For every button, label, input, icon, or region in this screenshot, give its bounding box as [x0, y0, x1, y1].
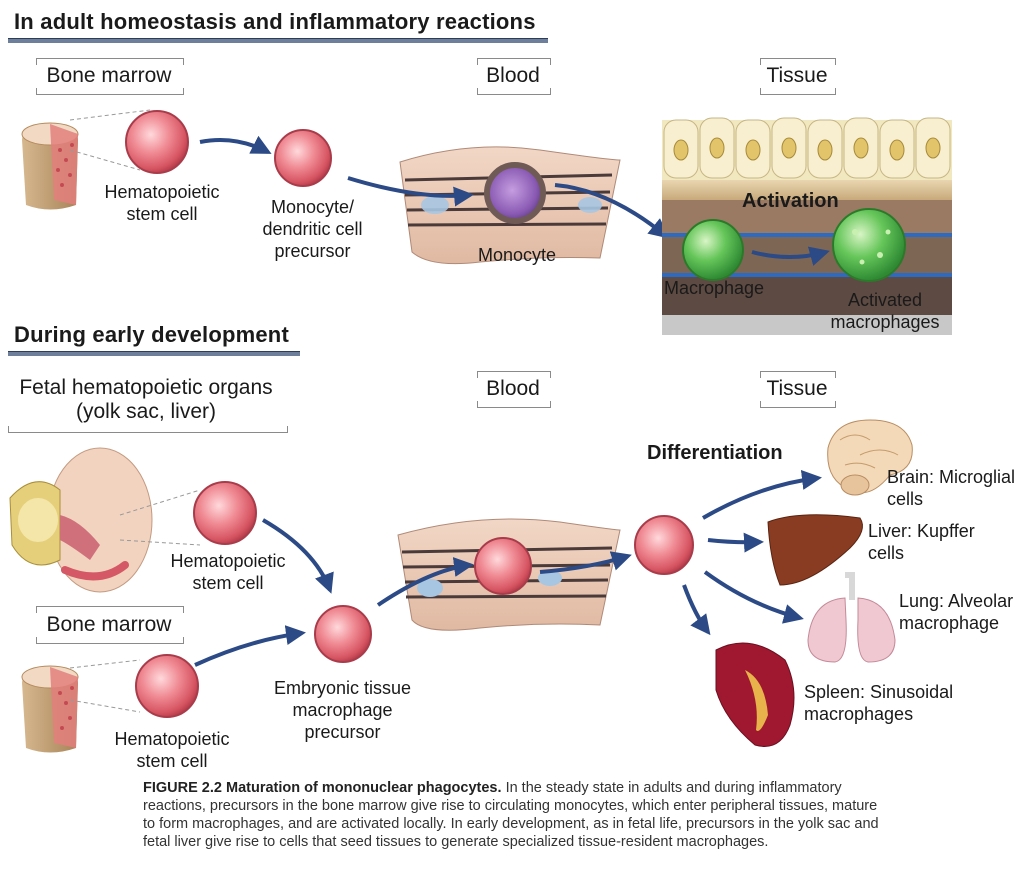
- bracket-blood-top-b: [477, 88, 551, 95]
- bracket-bone-marrow-top: [36, 58, 184, 65]
- macrophage-cell: [682, 219, 744, 281]
- brain-icon: [827, 419, 913, 496]
- embryo-illustration: [9, 447, 153, 593]
- bracket-bone-marrow-bottom-b: [36, 637, 184, 644]
- label-blood-bottom: Blood: [486, 377, 540, 400]
- blood-vessel-bottom: [397, 518, 621, 631]
- label-macrophage: Macrophage: [664, 278, 765, 298]
- label-tissue-bottom: Tissue: [766, 377, 828, 400]
- bone-marrow-illustration-top: [21, 122, 79, 210]
- label-blood-top: Blood: [486, 64, 540, 87]
- label-hsc-fetal: Hematopoietic stem cell: [170, 551, 286, 593]
- figure-caption: FIGURE 2.2 Maturation of mononuclear pha…: [143, 779, 893, 851]
- label-precursor-top: Monocyte/ dendritic cell precursor: [262, 197, 363, 261]
- bracket-fetal-b: [8, 426, 288, 433]
- bracket-blood-bottom-b: [477, 401, 551, 408]
- label-brain: Brain: Microglial cells: [887, 467, 1016, 509]
- bracket-bone-marrow-top-b: [36, 88, 184, 95]
- bone-marrow-illustration-bottom: [21, 665, 79, 753]
- section-title-development: During early development: [14, 322, 289, 347]
- bracket-tissue-bottom-b: [760, 401, 836, 408]
- activated-macrophage-cell: [832, 208, 906, 282]
- differentiation-cell: [634, 515, 694, 575]
- label-activation: Activation: [742, 190, 839, 212]
- label-bone-marrow-bottom: Bone marrow: [46, 613, 172, 636]
- tissue-block-top: [662, 117, 952, 335]
- label-bone-marrow-top: Bone marrow: [46, 64, 172, 87]
- label-hsc-top: Hematopoietic stem cell: [104, 182, 220, 224]
- label-activated-macrophages: Activated macrophages: [830, 290, 940, 332]
- hsc-cell-top: [125, 110, 189, 174]
- label-lung: Lung: Alveolar macrophage: [899, 591, 1014, 633]
- label-differentiation: Differentiation: [647, 442, 783, 464]
- embryonic-precursor-cell: [314, 605, 372, 663]
- label-embryonic-precursor: Embryonic tissue macrophage precursor: [273, 678, 412, 742]
- caption-text: In the steady state in adults and during…: [143, 780, 879, 850]
- label-fetal-organs: Fetal hematopoietic organs (yolk sac, li…: [19, 376, 273, 423]
- title-rule-development: [8, 351, 300, 356]
- hsc-cell-marrow: [135, 654, 199, 718]
- bracket-bone-marrow-bottom: [36, 606, 184, 613]
- section-title-adult: In adult homeostasis and inflammatory re…: [14, 9, 536, 34]
- bracket-blood-bottom: [477, 371, 551, 378]
- label-tissue-top: Tissue: [766, 64, 828, 87]
- precursor-cell-top: [274, 129, 332, 187]
- label-liver: Liver: Kupffer cells: [868, 521, 975, 563]
- bracket-tissue-top: [760, 58, 836, 65]
- label-spleen: Spleen: Sinusoidal macrophages: [804, 682, 954, 724]
- bracket-blood-top: [477, 58, 551, 65]
- monocyte-cell: [484, 162, 546, 224]
- lung-icon: [807, 572, 896, 663]
- bracket-tissue-top-b: [760, 88, 836, 95]
- liver-icon: [767, 514, 863, 586]
- spleen-icon: [715, 642, 795, 747]
- hsc-cell-fetal: [193, 481, 257, 545]
- caption-title: FIGURE 2.2 Maturation of mononuclear pha…: [143, 780, 502, 796]
- label-monocyte: Monocyte: [477, 245, 557, 265]
- label-hsc-marrow: Hematopoietic stem cell: [114, 729, 230, 771]
- title-rule-adult: [8, 38, 548, 43]
- bracket-tissue-bottom: [760, 371, 836, 378]
- blood-vessel-top: [399, 146, 621, 265]
